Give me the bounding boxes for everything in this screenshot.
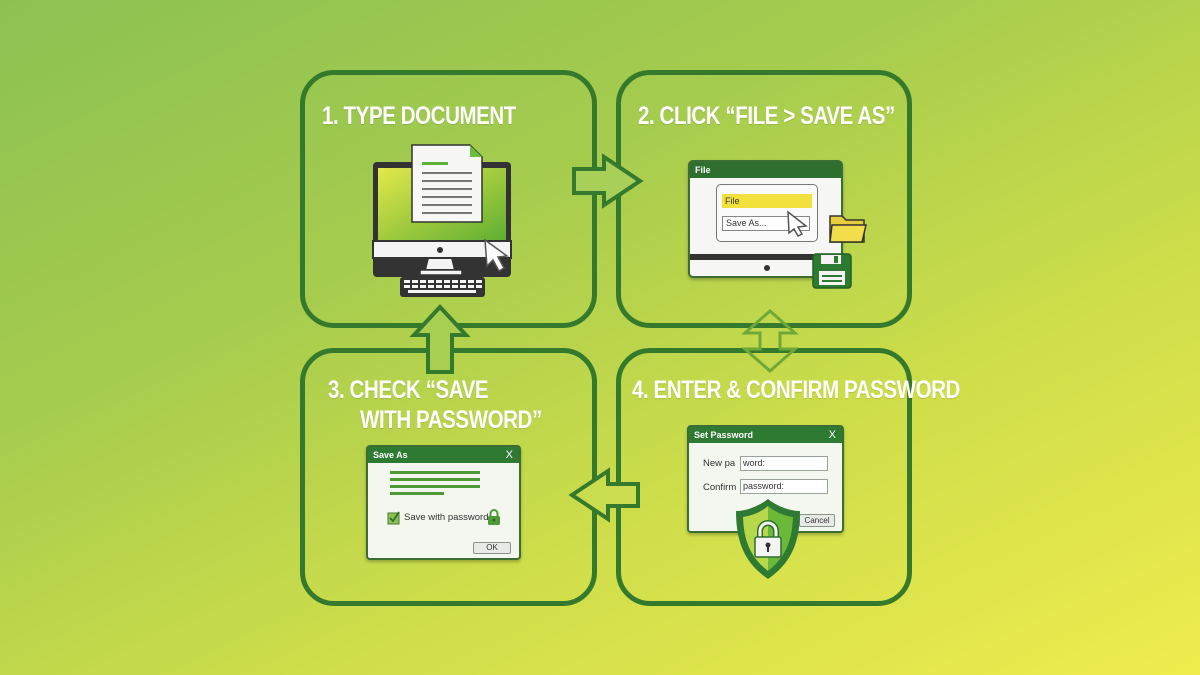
ok-button[interactable]: OK (473, 542, 511, 554)
cursor-icon (787, 210, 808, 237)
set-password-title: Set Password (694, 430, 754, 440)
left-arrow-icon (568, 467, 640, 523)
up-arrow-icon (409, 304, 471, 374)
file-window-titlebar: File (690, 162, 841, 178)
close-icon[interactable]: X (828, 429, 836, 441)
step-4-title: 4. ENTER & CONFIRM PASSWORD (632, 376, 960, 404)
shield-lock-icon (736, 499, 800, 579)
confirm-password-field[interactable]: password: (740, 479, 828, 494)
menu-item-file[interactable]: File (722, 194, 812, 208)
folder-icon (829, 215, 867, 243)
close-icon[interactable]: X (505, 449, 513, 461)
step-3-title-line2: WITH PASSWORD” (360, 406, 542, 434)
right-arrow-icon (572, 153, 644, 209)
up-down-arrow-icon (741, 309, 799, 373)
step-4-panel (616, 348, 912, 606)
save-as-title: Save As (373, 450, 408, 460)
file-window: File File Save As... (688, 160, 843, 278)
confirm-password-label: Confirm (703, 482, 737, 493)
step-2-title: 2. CLICK “FILE > SAVE AS” (638, 102, 895, 130)
file-window-title: File (695, 165, 711, 175)
step-1-title: 1. TYPE DOCUMENT (322, 102, 516, 130)
new-password-label: New pa (703, 458, 736, 469)
save-with-password-checkbox[interactable] (387, 511, 401, 525)
computer-with-document-icon (372, 144, 512, 297)
save-as-titlebar: Save As X (368, 447, 519, 463)
lock-icon (488, 509, 500, 525)
save-with-password-label: Save with password (404, 512, 489, 523)
new-password-field[interactable]: word: (740, 456, 828, 471)
step-2-panel (616, 70, 912, 328)
step-3-title-line1: 3. CHECK “SAVE (328, 376, 489, 404)
cancel-button[interactable]: Cancel (799, 514, 835, 527)
save-as-dialog: Save As X Save with password OK (366, 445, 521, 560)
floppy-disk-icon (812, 253, 852, 289)
set-password-titlebar: Set Password X (689, 427, 842, 443)
